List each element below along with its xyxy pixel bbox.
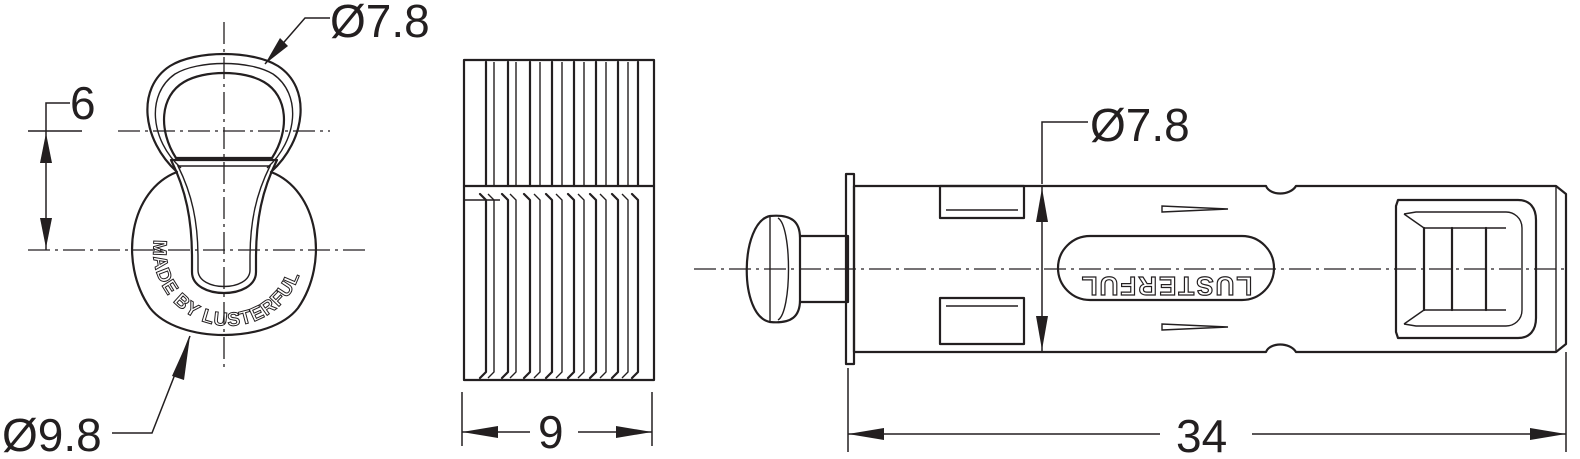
ribbed-body-outline	[462, 58, 656, 382]
total-length-label: 34	[1176, 410, 1227, 459]
front-view: MADE BY LUSTERFUL Ø7.8 6 Ø9.8	[2, 0, 430, 459]
rib-line-lower	[577, 193, 585, 379]
length-arrow-right	[1530, 428, 1566, 440]
offset-arrow-bottom	[40, 218, 52, 248]
latch-chamfer-top	[1403, 213, 1425, 229]
rib-line-lower	[544, 192, 554, 380]
rib-lines	[478, 60, 640, 380]
side-width-arrow-right	[616, 426, 652, 438]
rib-line-lower	[487, 193, 495, 379]
upper-triangle-mark	[1161, 205, 1229, 213]
long-view: LUSTERFUL Ø7.8 34	[694, 99, 1568, 459]
front-outer-diameter-arrow	[172, 336, 190, 380]
rib-line-lower	[555, 193, 563, 379]
rib-line-lower	[599, 193, 607, 379]
upper-tab	[938, 184, 1026, 220]
latch-chamfer-bottom	[1403, 309, 1425, 325]
side-view: 9	[461, 58, 656, 458]
bolt-body	[852, 184, 1568, 354]
front-top-diameter-leader	[264, 17, 330, 65]
bolt-head-curve	[777, 217, 790, 321]
front-outer-diameter-leader	[112, 335, 191, 434]
body-diameter-arrow-bottom	[1036, 316, 1048, 350]
side-width-label: 9	[538, 406, 564, 458]
keyhole-outer-outline	[131, 52, 317, 337]
latch-clip	[1394, 198, 1538, 340]
rib-line-lower	[522, 192, 532, 380]
body-diameter-label: Ø7.8	[1090, 99, 1190, 151]
rib-line-lower	[533, 193, 541, 379]
body-logo: LUSTERFUL	[1080, 271, 1253, 301]
offset-arrow-top	[40, 133, 52, 163]
rib-line-lower	[566, 192, 576, 380]
body-diameter-leader	[1041, 121, 1088, 184]
keyhole-slot	[169, 158, 279, 294]
rib-line-lower	[478, 192, 488, 380]
bolt-head	[745, 214, 802, 324]
rib-line-lower	[610, 192, 620, 380]
cap-engraved-text: MADE BY LUSTERFUL	[148, 240, 304, 332]
front-outer-diameter-label: Ø9.8	[2, 409, 102, 459]
front-top-diameter-label: Ø7.8	[330, 0, 430, 47]
lower-triangle-mark	[1161, 323, 1229, 331]
keyhole-slot-inner	[176, 165, 272, 288]
offset-leader	[45, 102, 70, 131]
logo-frame	[1056, 234, 1276, 302]
rib-line-lower	[500, 192, 510, 380]
rib-line-lower	[630, 192, 640, 380]
body-diameter-arrow-top	[1036, 188, 1048, 222]
bolt-neck	[798, 234, 850, 304]
rib-line-lower	[509, 193, 517, 379]
rib-line-lower	[588, 192, 598, 380]
lower-tab	[938, 296, 1026, 346]
length-arrow-left	[848, 428, 884, 440]
front-offset-label: 6	[70, 77, 96, 129]
rib-line-lower	[621, 193, 629, 379]
keyhole-inner-outline	[154, 62, 294, 169]
latch-clip-inner	[1403, 211, 1523, 327]
keyhole-top-opening	[163, 71, 285, 160]
side-width-arrow-left	[462, 426, 498, 438]
front-top-diameter-arrow	[265, 38, 288, 64]
